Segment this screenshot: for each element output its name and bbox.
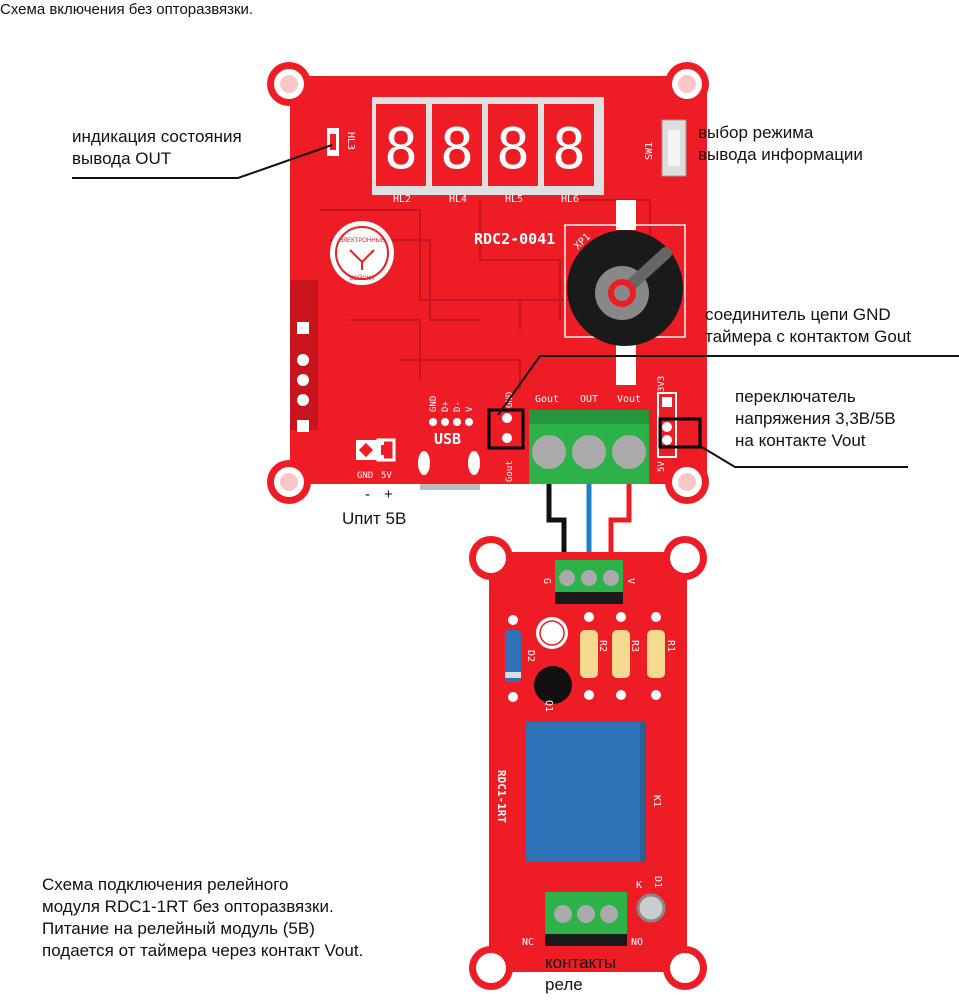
usb-pin-label: GND: [429, 396, 439, 412]
relay-logo: [536, 617, 568, 649]
power-pin-label: GND: [357, 471, 373, 481]
callout-power: Uпит 5В: [342, 509, 407, 528]
resistor-r1: [647, 612, 665, 700]
display-digit: 8: [376, 104, 426, 186]
display-block: 8 8 8 8: [372, 97, 604, 195]
mounting-hole: [663, 536, 707, 580]
usb-label: USB: [434, 430, 461, 448]
display-label: HL6: [561, 194, 579, 205]
usb-port: [418, 451, 430, 475]
display-glyph: 8: [496, 117, 530, 182]
display-digit: 8: [488, 104, 538, 186]
relay-output-label: NC: [522, 937, 534, 948]
usb-pin-label: V: [465, 406, 475, 412]
power-minus: -: [365, 486, 370, 503]
display-glyph: 8: [440, 117, 474, 182]
callout-mode-select: выбор режима вывода информации: [698, 123, 863, 164]
led-d1: [636, 893, 666, 923]
relay-output-terminal: [545, 892, 627, 946]
relay-board: G V D2 Q1 R2 R3 R1 K1 RDC1: [469, 536, 707, 990]
component-label: K1: [651, 795, 662, 807]
logo-text-bottom: ВОЙСКА: [350, 274, 375, 282]
component-label: D1: [652, 876, 663, 888]
display-digit: 8: [544, 104, 594, 186]
display-label: HL2: [393, 194, 411, 205]
usb-pin-label: D+: [441, 401, 451, 412]
component-label: Q1: [543, 700, 554, 712]
component-label: D2: [525, 650, 536, 662]
display-glyph: 8: [384, 117, 418, 182]
display-glyph: 8: [552, 117, 586, 182]
out-led-label: HL3: [345, 132, 356, 150]
terminal-label: Gout: [535, 394, 559, 405]
power-pin-label: 5V: [381, 471, 392, 481]
power-plus: +: [384, 486, 393, 503]
wire-gnd: [546, 484, 567, 565]
relay-k1: [526, 722, 646, 862]
callout-relay-contacts: контакты реле: [545, 953, 617, 994]
mounting-hole: [665, 62, 709, 106]
mounting-hole: [469, 946, 513, 990]
relay-model-label: RDC1-1RT: [495, 770, 508, 823]
mounting-hole: [469, 536, 513, 580]
terminal-label: OUT: [580, 394, 598, 405]
gnd-jumper-label: GND: [505, 392, 515, 408]
timer-model-label: RDC2-0041: [474, 230, 555, 248]
wires: [546, 484, 632, 565]
mounting-hole: [267, 62, 311, 106]
relay-input-label: V: [625, 578, 636, 584]
power-pads: [356, 438, 396, 462]
resistor-r3: [612, 612, 630, 700]
diode-d2: [505, 630, 521, 682]
display-label: HL4: [449, 194, 467, 205]
wire-vout: [608, 484, 632, 565]
relay-input-terminal: [555, 560, 623, 604]
component-label: R2: [597, 640, 608, 652]
page-title: Схема включения без опторазвязки.: [0, 1, 254, 18]
usb-pad: [429, 418, 473, 426]
terminal-label: Vout: [617, 394, 641, 405]
usb-pin-label: D-: [453, 401, 463, 412]
relay-input-label: G: [541, 578, 552, 584]
mounting-hole: [665, 460, 709, 504]
led-pin-label: K: [636, 880, 642, 891]
display-label: HL5: [505, 194, 523, 205]
gnd-jumper-label: Gout: [505, 460, 515, 482]
display-digit: 8: [432, 104, 482, 186]
timer-board: 8 8 8 8 HL2 HL4 HL5 HL6 HL3 SW1 ЭЛЕКТРОН…: [267, 62, 709, 504]
mode-switch-label: SW1: [644, 142, 655, 160]
mounting-hole: [267, 460, 311, 504]
component-label: R3: [629, 640, 640, 652]
encoder: XP1: [564, 200, 686, 385]
callout-indication: индикация состояния вывода OUT: [72, 127, 242, 168]
timer-terminal-block: [529, 410, 649, 484]
relay-output-label: NO: [631, 937, 643, 948]
usb-port: [468, 451, 480, 475]
logo-text-top: ЭЛЕКТРОННЫЕ: [339, 238, 385, 244]
voltage-jumper-label: 3V3: [657, 376, 667, 392]
side-pad: [297, 322, 309, 432]
brand-logo: ЭЛЕКТРОННЫЕ ВОЙСКА: [330, 221, 394, 285]
component-label: R1: [665, 640, 676, 652]
callout-lines: [72, 144, 959, 468]
callout-voltage-switch: переключатель напряжения 3,3В/5В на конт…: [735, 387, 896, 450]
resistor-r2: [580, 612, 598, 700]
transistor-q1: [534, 666, 572, 704]
voltage-jumper-label: 5V: [657, 461, 667, 472]
callout-relay-description: Схема подключения релейного модуля RDC1-…: [42, 875, 364, 960]
callout-gnd-connector: соединитель цепи GND таймера с контактом…: [705, 305, 912, 346]
mounting-hole: [663, 946, 707, 990]
